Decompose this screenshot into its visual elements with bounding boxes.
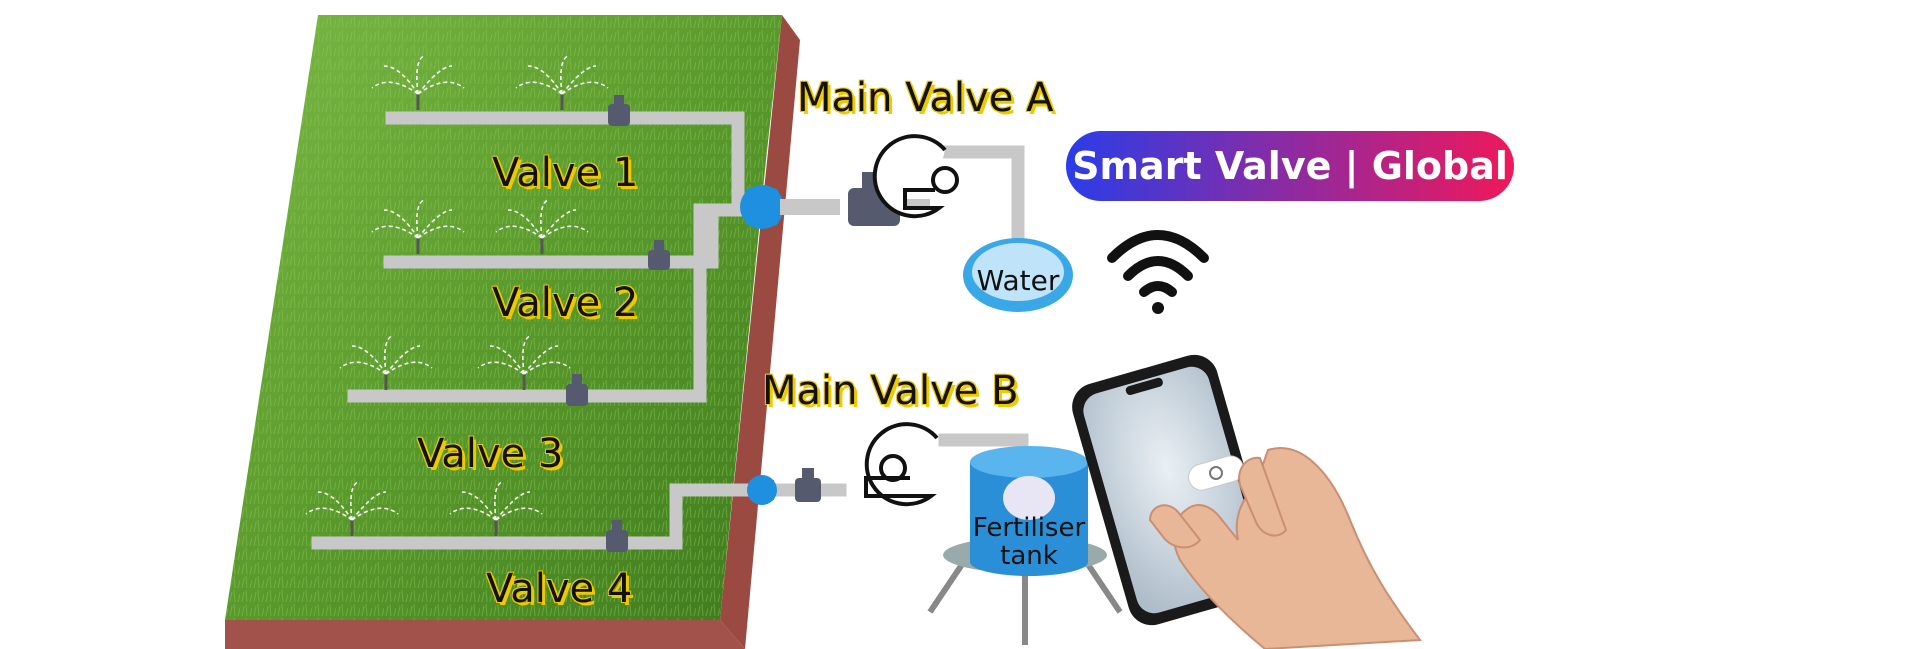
main-valve-a-label: Main Valve A bbox=[797, 75, 1054, 121]
sprinkler-icon bbox=[305, 55, 609, 536]
main-valve-b-body bbox=[795, 468, 821, 502]
badge-text: Smart Valve | Global bbox=[1072, 144, 1508, 188]
fertiliser-label-line1: Fertiliser bbox=[972, 513, 1086, 543]
valve-3-label: Valve 3 bbox=[417, 431, 564, 477]
main-valve-b-label: Main Valve B bbox=[762, 368, 1019, 414]
water-label: Water bbox=[976, 264, 1060, 297]
water-reservoir bbox=[963, 238, 1073, 312]
fertiliser-label-line2: tank bbox=[1000, 541, 1058, 571]
pump-icon bbox=[864, 134, 959, 507]
fertiliser-tank-label: Fertiliser tank bbox=[956, 514, 1102, 570]
valve-2-label: Valve 2 bbox=[492, 280, 639, 326]
wifi-icon bbox=[1107, 230, 1209, 314]
grass-field bbox=[225, 15, 782, 620]
soil-front bbox=[225, 620, 745, 649]
hand-icon bbox=[1148, 447, 1422, 649]
zone-valves bbox=[566, 95, 670, 552]
smart-valve-badge: Smart Valve | Global bbox=[1066, 131, 1514, 201]
coupling-a bbox=[740, 185, 840, 229]
valve-1-label: Valve 1 bbox=[492, 150, 639, 196]
fertiliser-tank bbox=[927, 446, 1123, 645]
coupling-b bbox=[747, 475, 777, 505]
valve-4-label: Valve 4 bbox=[486, 566, 633, 612]
